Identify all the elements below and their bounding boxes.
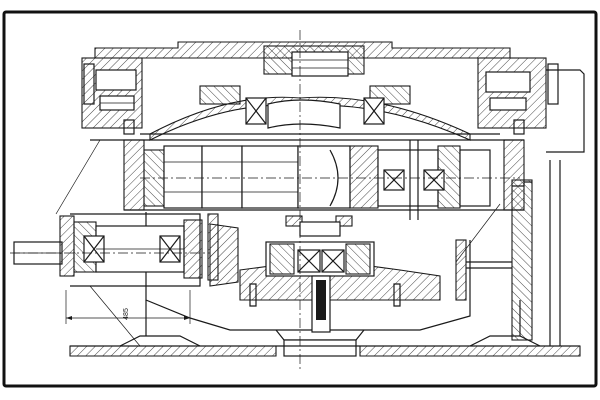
base-plate — [69, 160, 581, 357]
top-cover — [94, 41, 511, 77]
leader-line — [89, 285, 141, 347]
dimension-label: 485 — [123, 308, 130, 320]
left-upper-housing — [81, 57, 143, 135]
intermediate-shaft — [143, 140, 491, 220]
dimension-485: 485 — [65, 290, 191, 324]
leader-line — [55, 139, 101, 215]
output-gear — [239, 215, 441, 333]
input-shaft — [13, 213, 239, 287]
main-housing — [90, 133, 525, 211]
leader-line — [455, 203, 501, 263]
right-upper-housing — [477, 57, 585, 153]
